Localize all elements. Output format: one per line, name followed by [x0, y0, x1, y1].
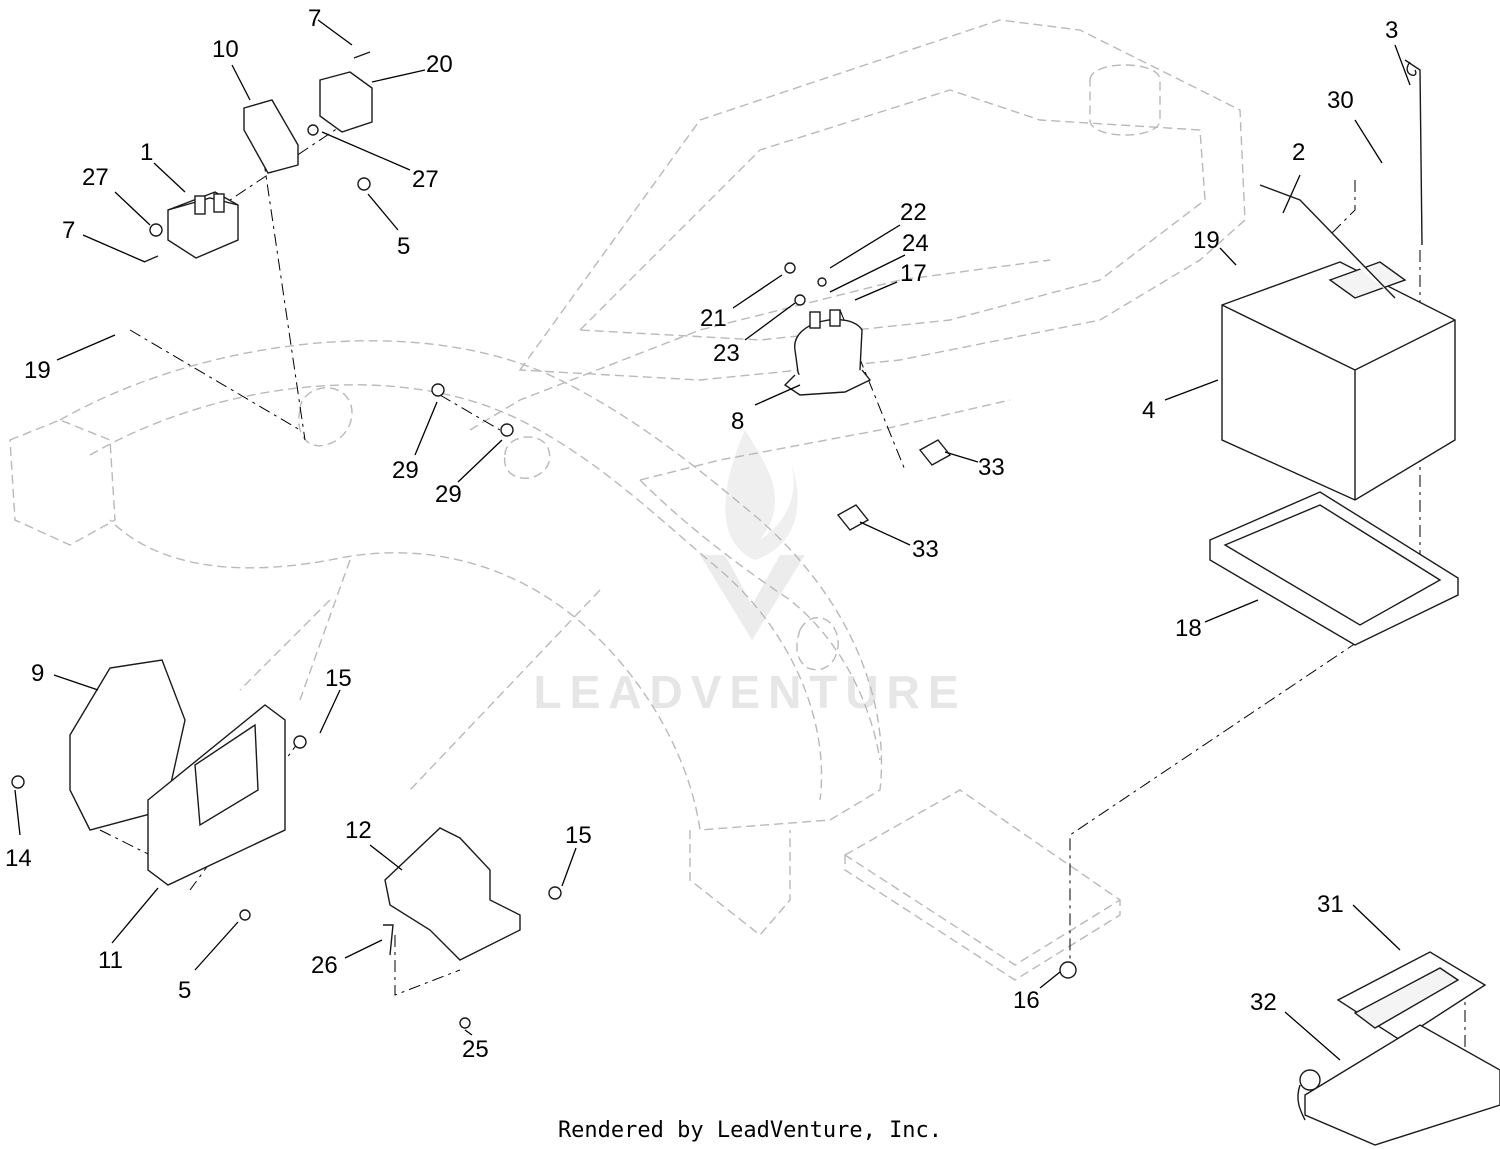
callout-29-upper: 29: [392, 457, 419, 484]
callout-8: 8: [731, 408, 744, 435]
callout-24: 24: [902, 230, 929, 257]
callout-3: 3: [1385, 17, 1398, 44]
callout-27-right: 27: [412, 166, 439, 193]
callout-7-left: 7: [62, 217, 75, 244]
relay-assembly: [143, 51, 373, 263]
callout-1: 1: [140, 139, 153, 166]
watermark: LEADVENTURE: [533, 430, 966, 718]
callout-29-lower: 29: [435, 481, 462, 508]
cover-plate: [11, 659, 307, 921]
callout-30: 30: [1327, 87, 1354, 114]
callout-5-bottom: 5: [178, 977, 191, 1004]
solenoid: [783, 262, 872, 396]
callout-7-top: 7: [308, 5, 321, 32]
callout-17: 17: [900, 260, 927, 287]
callout-26: 26: [311, 952, 338, 979]
callout-20: 20: [426, 51, 453, 78]
callout-14: 14: [5, 845, 32, 872]
callout-33-upper: 33: [978, 454, 1005, 481]
clips: [431, 383, 952, 531]
callout-25: 25: [462, 1036, 489, 1063]
callouts: 1 2 3 4 5 5 7 7 8 9 10 11 12 14 15 15 16…: [5, 5, 1398, 1063]
callout-33-lower: 33: [912, 536, 939, 563]
callout-18: 18: [1175, 615, 1202, 642]
callout-15-top: 15: [325, 665, 352, 692]
callout-4: 4: [1142, 397, 1155, 424]
callout-16: 16: [1013, 987, 1040, 1014]
leader-lines: [14, 19, 1411, 1061]
callout-11: 11: [98, 947, 123, 974]
bracket: [383, 827, 562, 1029]
mower-frame: [9, 19, 1246, 981]
callout-12: 12: [345, 817, 372, 844]
callout-31: 31: [1317, 891, 1344, 918]
callout-10: 10: [212, 36, 239, 63]
callout-27-left: 27: [82, 164, 109, 191]
pad-assembly: [1059, 951, 1500, 1146]
callout-21: 21: [700, 305, 727, 332]
callout-9: 9: [31, 660, 44, 687]
callout-22: 22: [900, 199, 927, 226]
callout-5-top: 5: [397, 233, 410, 260]
footer-credit: Rendered by LeadVenture, Inc.: [558, 1118, 942, 1143]
callout-15-bottom: 15: [565, 822, 592, 849]
callout-19-left: 19: [24, 357, 51, 384]
battery: [1221, 59, 1456, 501]
battery-tray: [1209, 491, 1459, 646]
callout-19-right: 19: [1193, 227, 1220, 254]
watermark-text: LEADVENTURE: [533, 666, 966, 718]
callout-2: 2: [1292, 139, 1305, 166]
callout-23: 23: [713, 340, 740, 367]
callout-32: 32: [1250, 989, 1277, 1016]
